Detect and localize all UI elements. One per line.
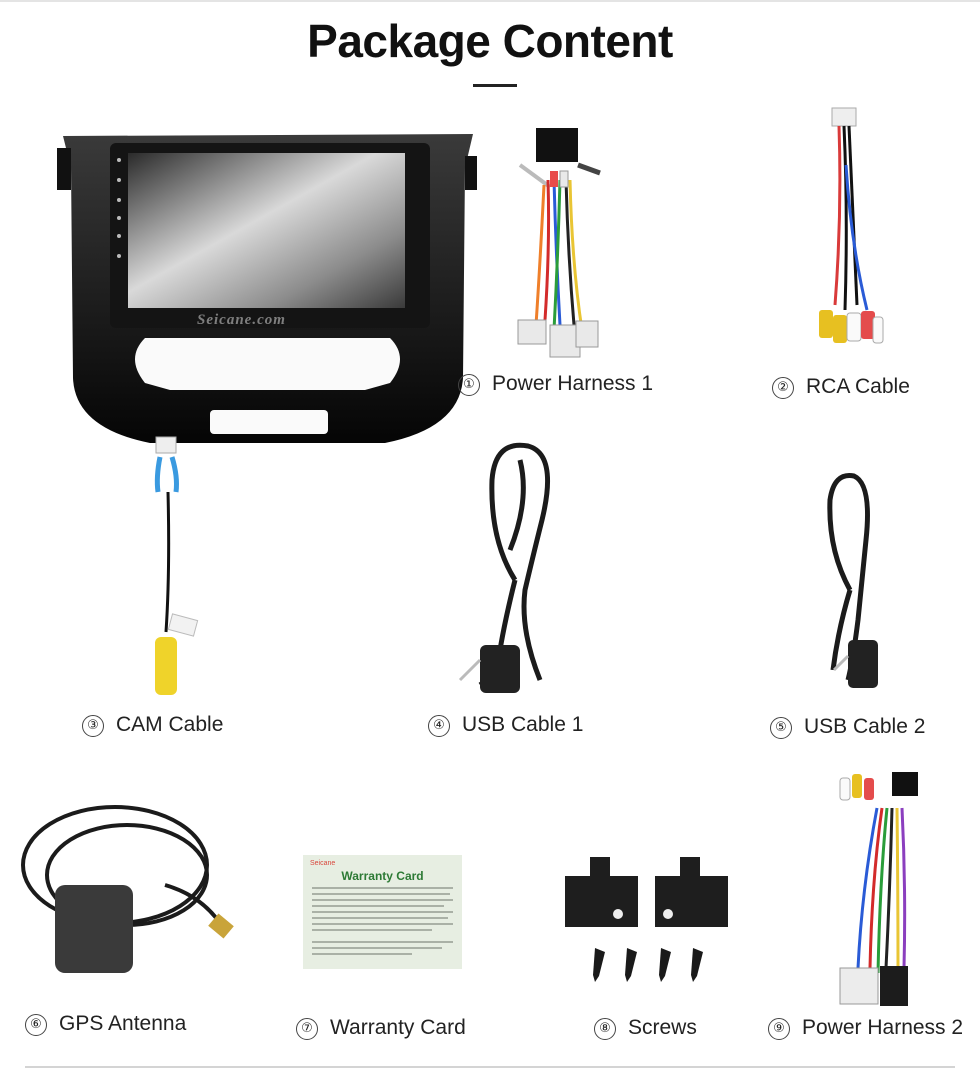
bracket-icon xyxy=(560,852,735,934)
text-line xyxy=(312,953,412,955)
head-unit-icon: Seicane.com xyxy=(55,128,480,453)
title-underline xyxy=(473,84,517,87)
text-line xyxy=(312,899,453,901)
usb-cable-icon xyxy=(450,440,565,695)
harness-icon xyxy=(510,125,610,365)
top-divider xyxy=(0,0,980,2)
page-title: Package Content xyxy=(307,15,673,67)
text-line xyxy=(312,893,450,895)
screw-icon xyxy=(585,948,715,984)
rca-cable-icon xyxy=(815,105,885,360)
text-line xyxy=(312,947,442,949)
gps-antenna-icon xyxy=(15,795,255,985)
text-line xyxy=(312,923,453,925)
watermark-text: Seicane.com xyxy=(197,312,286,328)
cam-cable-icon xyxy=(148,432,208,702)
text-line xyxy=(312,887,453,889)
text-line xyxy=(312,905,444,907)
warranty-card-brand: Seicane xyxy=(310,860,336,867)
bottom-divider xyxy=(25,1066,955,1068)
text-line xyxy=(312,917,448,919)
text-line xyxy=(312,929,432,931)
warranty-card-icon: Seicane Warranty Card xyxy=(303,855,462,969)
usb-cable-icon xyxy=(808,470,888,695)
text-line xyxy=(312,941,453,943)
harness-icon xyxy=(832,768,924,1010)
text-line xyxy=(312,911,453,913)
warranty-card-title: Warranty Card xyxy=(341,869,424,883)
